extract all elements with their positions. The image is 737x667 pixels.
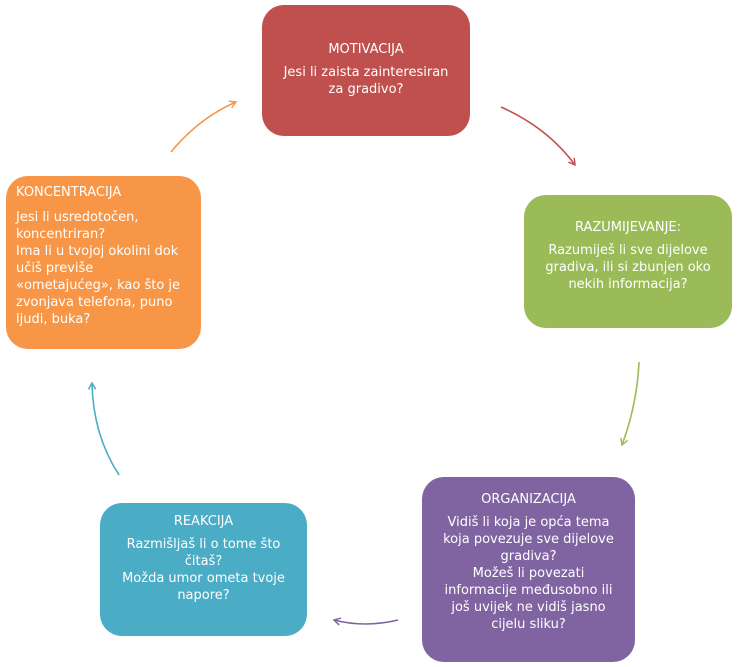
arrow-motivacija-to-razumijevanje [500, 106, 576, 167]
node-title-razumijevanje: RAZUMIJEVANJE: [574, 220, 682, 235]
arrow-organizacija-to-reakcija [332, 617, 399, 626]
node-text-line: gradiva? [500, 549, 557, 564]
node-text-line: cijelu sliku? [491, 617, 566, 632]
node-text-line: Vidiš li koja je opća tema [447, 515, 610, 530]
node-text-line: još uvijek ne vidiš jasno [451, 600, 606, 615]
node-reakcija: REAKCIJA Razmišljaš li o tome što čitaš? Mo… [100, 503, 307, 636]
node-text-line: informacije međusobno ili [444, 583, 613, 598]
node-text-line: Razmišljaš li o tome što [126, 537, 281, 552]
node-title-koncentracija: KONCENTRACIJA [16, 185, 122, 200]
node-text-line: napore? [177, 588, 230, 603]
node-text-line: čitaš? [184, 554, 223, 569]
node-text-line: ljudi, buka? [16, 312, 91, 327]
node-title-reakcija: REAKCIJA [173, 514, 234, 529]
node-text-line: Možda umor ometa tvoje [122, 571, 285, 586]
node-text-line: Jesi li zaista zainteresiran [283, 65, 449, 80]
node-organizacija: ORGANIZACIJA Vidiš li koja je opća tema ko… [422, 477, 635, 662]
node-title-organizacija: ORGANIZACIJA [481, 492, 576, 507]
node-text-line: Možeš li povezati [472, 566, 585, 581]
node-text-line: Razumiješ li sve dijelove [548, 243, 708, 258]
node-text-line: Ima li u tvojoj okolini dok [16, 244, 179, 259]
node-razumijevanje: RAZUMIJEVANJE: Razumiješ li sve dijelove g… [524, 195, 732, 328]
node-text-line: nekih informacija? [568, 277, 688, 292]
node-text-line: za gradivo? [328, 82, 404, 97]
node-text-line: koja povezuje sve dijelove [443, 532, 614, 547]
node-text-line: «ometajućeg», kao što je [16, 278, 181, 293]
node-text-line: učiš previše [16, 261, 94, 276]
arrow-koncentracija-to-motivacija [170, 100, 238, 153]
node-text-line: koncentriran? [16, 227, 106, 242]
node-title-motivacija: MOTIVACIJA [328, 42, 404, 57]
node-text-line: zvonjava telefona, puno [16, 295, 173, 310]
arrow-razumijevanje-to-organizacija [620, 361, 640, 447]
arrow-reakcija-to-koncentracija [87, 381, 120, 476]
node-text-line: Jesi li usredotočen, [16, 210, 139, 225]
node-koncentracija: KONCENTRACIJA Jesi li usredotočen, koncent… [6, 176, 201, 349]
node-text-line: gradiva, ili si zbunjen oko [545, 260, 711, 275]
node-motivacija: MOTIVACIJA Jesi li zaista zainteresiran za… [262, 5, 470, 136]
